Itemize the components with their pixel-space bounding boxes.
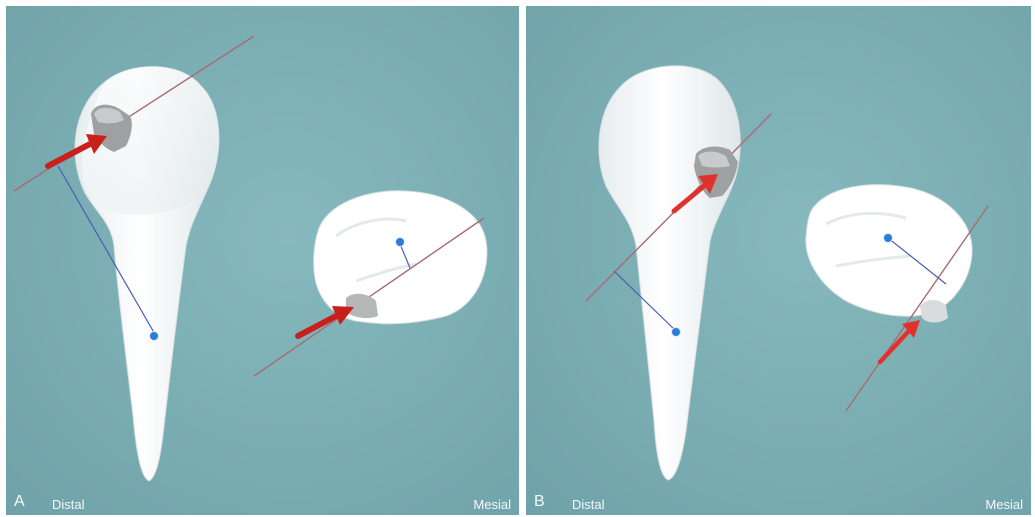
mesial-label: Mesial xyxy=(473,497,511,512)
center-of-resistance-occlusal xyxy=(396,238,405,247)
distal-label: Distal xyxy=(52,497,85,512)
force-arrow-occlusal xyxy=(880,320,920,362)
tooth-side-view xyxy=(599,66,740,480)
tooth-occlusal-view xyxy=(806,185,972,317)
mesial-label: Mesial xyxy=(985,497,1023,512)
distal-label: Distal xyxy=(572,497,605,512)
panel-letter: B xyxy=(534,493,545,511)
center-of-resistance xyxy=(672,328,681,337)
panel-a: A Distal Mesial xyxy=(6,6,519,515)
center-of-resistance-occlusal xyxy=(884,234,893,243)
panel-b: B Distal Mesial xyxy=(526,6,1031,515)
panel-b-illustration xyxy=(526,6,1031,515)
tooth-occlusal-view xyxy=(314,191,487,324)
center-of-resistance xyxy=(150,332,159,341)
force-arrow-occlusal xyxy=(298,306,354,336)
panel-letter: A xyxy=(14,493,25,511)
panel-a-illustration xyxy=(6,6,519,515)
